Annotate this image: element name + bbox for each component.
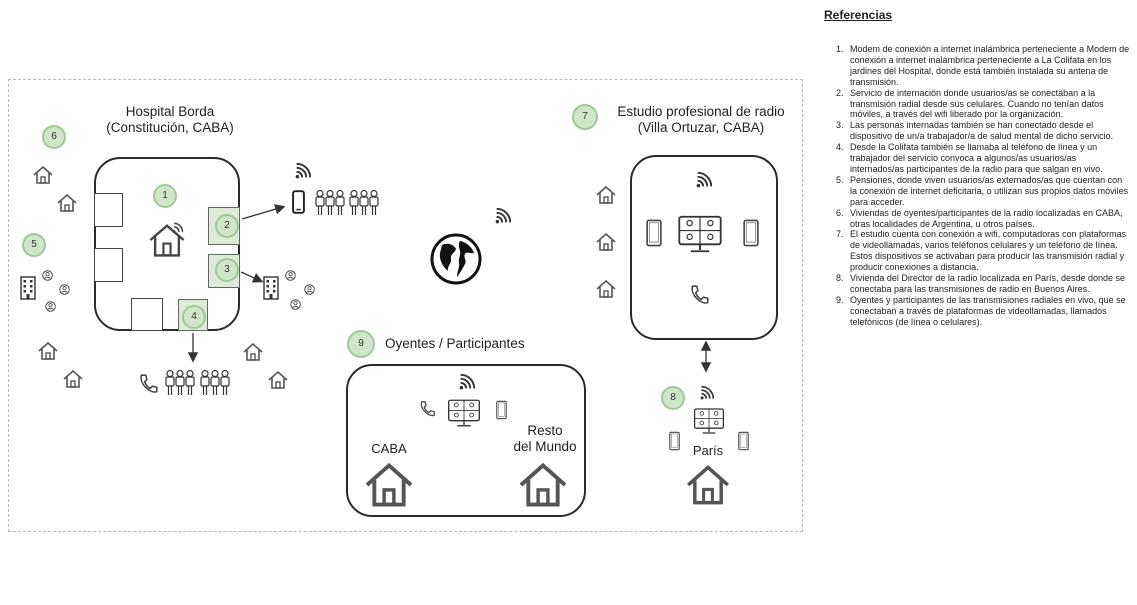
house-icon <box>596 280 616 298</box>
paris-label: París <box>692 443 724 458</box>
person-icon <box>285 270 296 281</box>
wifi-icon <box>295 163 311 179</box>
house-icon <box>243 343 263 361</box>
person-icon <box>45 301 56 312</box>
person-icon <box>290 299 301 310</box>
references-list: Modem de conexión a internet inalámbrica… <box>824 44 1130 328</box>
badge-9: 9 <box>347 330 375 358</box>
house-icon <box>364 463 414 507</box>
badge-5: 5 <box>22 233 46 257</box>
computer-icon <box>677 214 723 254</box>
badge-8: 8 <box>661 386 685 410</box>
reference-item: Viviendas de oyentes/participantes de la… <box>846 208 1130 230</box>
phone-icon <box>688 284 710 306</box>
house-icon <box>686 465 730 505</box>
reference-item: Oyentes y participantes de las transmisi… <box>846 295 1130 328</box>
hospital-room <box>94 193 123 227</box>
house-icon <box>518 463 568 507</box>
globe-icon <box>430 233 482 285</box>
tablet-icon <box>669 430 680 452</box>
person-icon <box>59 284 70 295</box>
reference-item: Vivienda del Director de la radio locali… <box>846 273 1130 295</box>
house-icon <box>596 186 616 204</box>
house-icon <box>57 194 77 212</box>
hospital-room <box>131 298 163 331</box>
references-panel: Referencias Modem de conexión a internet… <box>824 8 1130 328</box>
house-icon <box>38 342 58 360</box>
house-icon <box>63 370 83 388</box>
computer-icon <box>447 398 481 428</box>
reference-item: Pensiones, donde viven usuarios/as exter… <box>846 175 1130 208</box>
badge-3: 3 <box>215 258 239 282</box>
building-icon <box>20 276 36 300</box>
people-icon <box>349 190 379 216</box>
computer-icon <box>693 407 725 435</box>
reference-item: Desde la Colifata también se llamaba al … <box>846 142 1130 175</box>
phone-icon <box>137 373 159 395</box>
references-heading: Referencias <box>824 8 893 22</box>
reference-item: Modem de conexión a internet inalámbrica… <box>846 44 1130 88</box>
caba-label: CABA <box>371 441 407 456</box>
badge-1: 1 <box>153 184 177 208</box>
estudio-title: Estudio profesional de radio (Villa Ortu… <box>617 104 785 135</box>
tablet-icon <box>496 399 507 421</box>
resto-del-mundo-label: Resto del Mundo <box>513 423 577 454</box>
phone-icon <box>418 400 436 418</box>
tablet-icon <box>738 430 749 452</box>
wifi-icon <box>700 386 714 400</box>
badge-2: 2 <box>215 214 239 238</box>
house-icon <box>33 166 53 184</box>
wifi-icon <box>459 374 475 390</box>
people-icon <box>165 370 195 396</box>
reference-item: El estudio cuenta con conexión a wifi, c… <box>846 229 1130 273</box>
diagram-frame <box>8 79 803 532</box>
person-icon <box>304 284 315 295</box>
house-icon <box>596 233 616 251</box>
tablet-icon <box>646 216 662 250</box>
wifi-icon <box>495 208 511 224</box>
reference-item: Servicio de internación donde usuarios/a… <box>846 88 1130 121</box>
hospital-title: Hospital Borda (Constitución, CABA) <box>106 104 234 135</box>
mobile-phone-icon <box>292 190 305 214</box>
estudio-box <box>630 155 778 340</box>
badge-7: 7 <box>572 104 598 130</box>
oyentes-title: Oyentes / Participantes <box>385 336 525 351</box>
house-icon <box>268 371 288 389</box>
building-icon <box>263 276 279 300</box>
oyentes-box <box>346 364 586 517</box>
reference-item: Las personas internadas también se han c… <box>846 120 1130 142</box>
wifi-icon <box>696 172 712 188</box>
person-icon <box>42 270 53 281</box>
badge-6-left: 6 <box>42 125 66 149</box>
people-icon <box>315 190 345 216</box>
tablet-icon <box>743 216 759 250</box>
people-icon <box>200 370 230 396</box>
badge-4: 4 <box>182 305 206 329</box>
hospital-room <box>94 248 123 282</box>
